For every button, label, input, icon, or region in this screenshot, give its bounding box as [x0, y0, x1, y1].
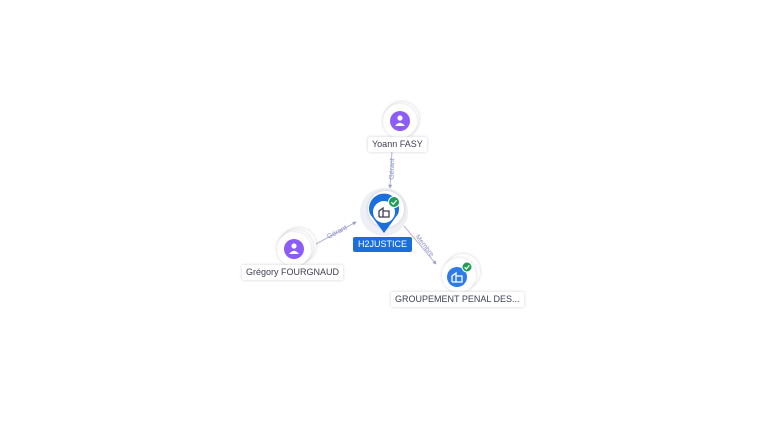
- node-yoann-fasy[interactable]: [383, 102, 419, 138]
- node-h2justice[interactable]: [360, 188, 408, 236]
- building-icon: [451, 271, 463, 283]
- node-groupement-penal[interactable]: [442, 254, 480, 292]
- person-icon: [395, 115, 405, 126]
- node-label-yoann-fasy[interactable]: Yoann FASY: [368, 137, 427, 152]
- verified-check-icon: [388, 196, 400, 208]
- node-label-h2justice[interactable]: H2JUSTICE: [353, 237, 413, 252]
- edge-label-right: Membre: [414, 234, 435, 259]
- node-gregory-fourgnaud[interactable]: [277, 228, 316, 266]
- node-label-gregory-fourgnaud[interactable]: Grégory FOURGNAUD: [242, 265, 344, 280]
- verified-check-icon: [461, 261, 473, 273]
- edge-label-top: Gérant: [389, 158, 397, 180]
- edge-left: Gérant: [315, 221, 357, 245]
- edge-label-left: Gérant: [326, 225, 348, 241]
- node-label-groupement-penal[interactable]: GROUPEMENT PENAL DES...: [391, 292, 524, 307]
- building-icon: [378, 206, 390, 218]
- person-icon: [289, 243, 299, 254]
- edge-top: Gérant: [388, 149, 397, 189]
